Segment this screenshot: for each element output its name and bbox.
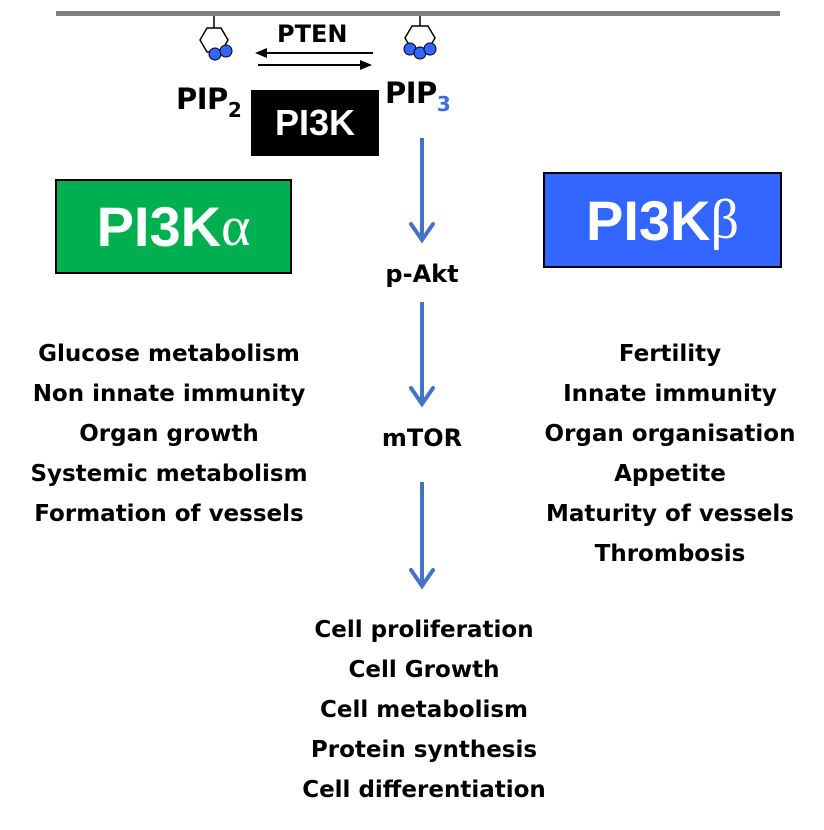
arrow-mtor-to-outcomes: [409, 482, 435, 590]
arrow-pip3-to-akt: [409, 138, 435, 244]
pip2-subscript: 2: [227, 98, 242, 122]
arrow-akt-to-mtor: [409, 302, 435, 408]
list-item: Innate immunity: [563, 381, 777, 407]
beta-symbol: β: [710, 189, 740, 251]
pip2-lipid-icon: [199, 16, 233, 61]
pip3-lipid-icon: [403, 16, 437, 60]
list-item: Formation of vessels: [34, 501, 304, 527]
list-item: Glucose metabolism: [38, 341, 300, 367]
pi3k-forward-arrow: [258, 60, 372, 70]
pten-label: PTEN: [277, 20, 348, 48]
pi3k-box: PI3K: [251, 90, 379, 156]
list-item: Organ growth: [79, 421, 259, 447]
alpha-symbol: α: [221, 195, 251, 258]
pip2-label: PIP2: [176, 82, 242, 122]
list-item: Cell Growth: [348, 657, 500, 683]
pi3k-beta-label: PI3K: [586, 188, 711, 252]
list-item: Cell proliferation: [314, 617, 534, 643]
beta-functions-list: Fertility Innate immunity Organ organisa…: [520, 334, 820, 574]
list-item: Thrombosis: [594, 541, 746, 567]
list-item: Cell metabolism: [319, 697, 529, 723]
pip3-label: PIP3: [385, 76, 451, 116]
mtor-node: mTOR: [381, 424, 463, 452]
list-item: Appetite: [614, 461, 726, 487]
list-item: Non innate immunity: [32, 381, 306, 407]
alpha-functions-list: Glucose metabolism Non innate immunity O…: [0, 334, 338, 534]
pi3k-alpha-label: PI3K: [96, 195, 222, 258]
cell-membrane: [56, 11, 780, 16]
pip3-subscript: 3: [436, 92, 451, 116]
list-item: Protein synthesis: [310, 737, 538, 763]
list-item: Organ organisation: [544, 421, 796, 447]
list-item: Maturity of vessels: [546, 501, 794, 527]
pten-reverse-arrow: [255, 48, 373, 58]
list-item: Systemic metabolism: [30, 461, 308, 487]
cellular-outcomes-list: Cell proliferation Cell Growth Cell meta…: [274, 610, 574, 810]
pip2-text: PIP: [176, 82, 228, 116]
pip3-text: PIP: [385, 76, 437, 110]
list-item: Cell differentiation: [302, 777, 546, 803]
list-item: Fertility: [618, 341, 722, 367]
akt-node: p-Akt: [385, 260, 459, 288]
